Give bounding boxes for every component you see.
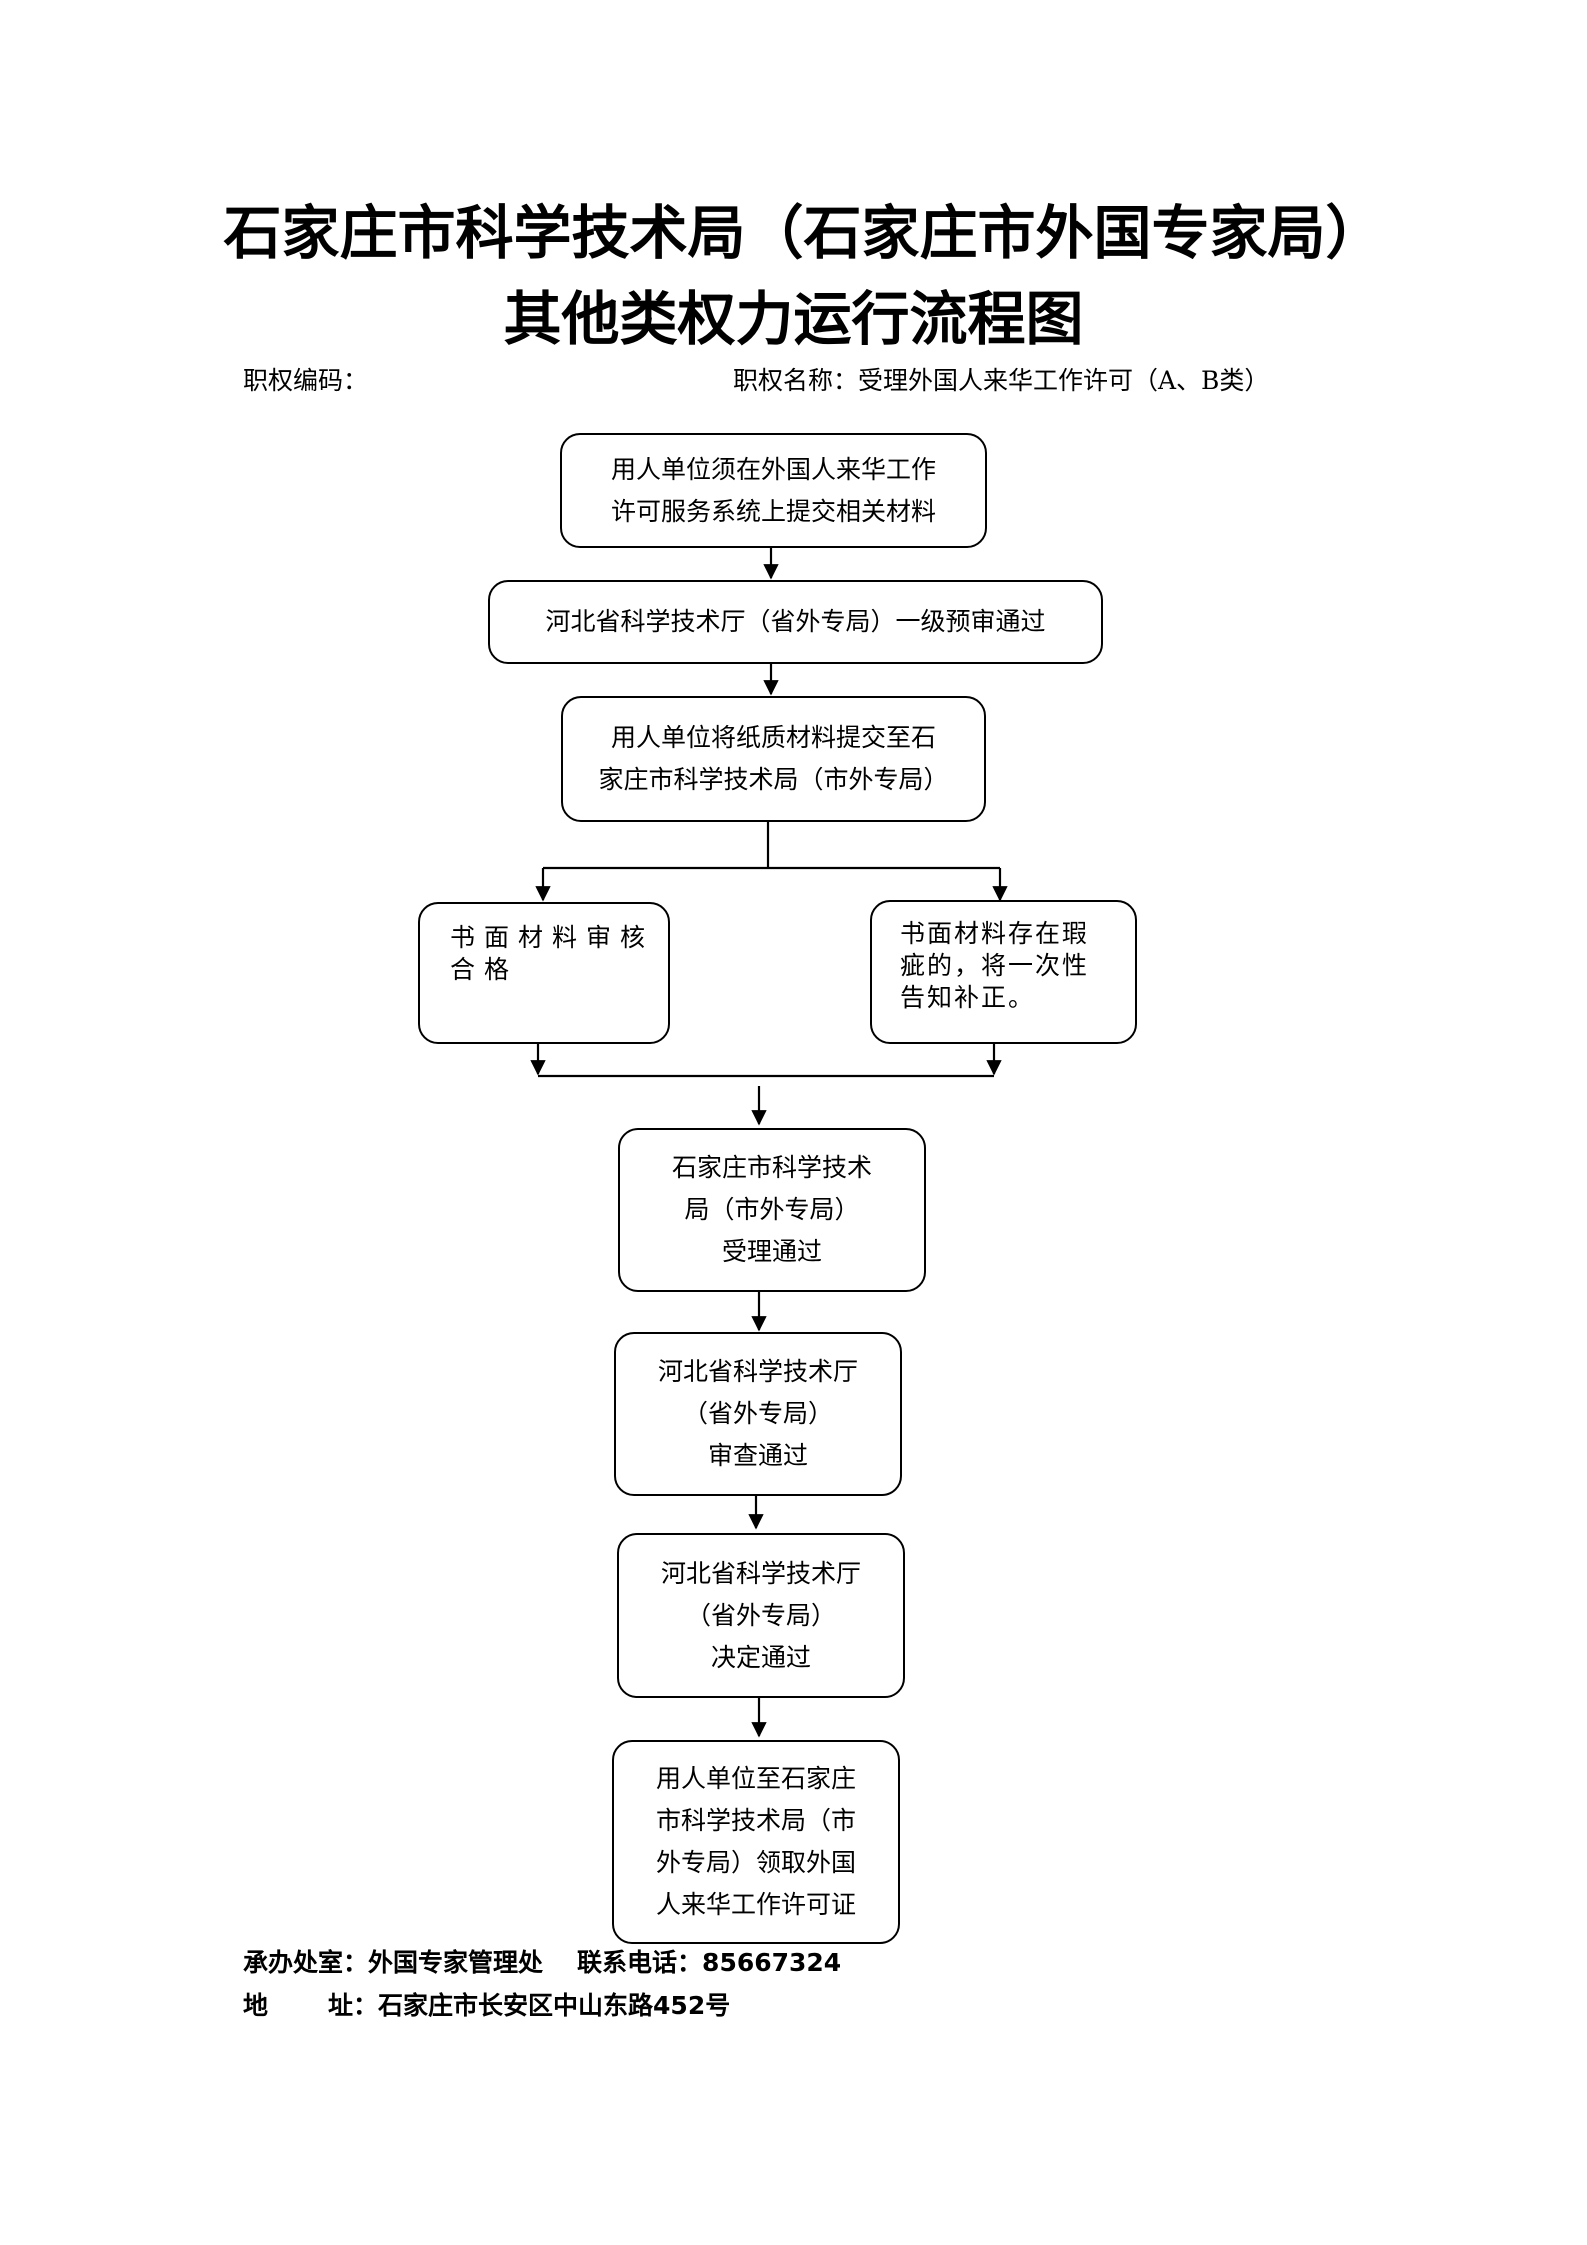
flow-step-5: 河北省科学技术厅 （省外专局） 审查通过	[614, 1332, 902, 1496]
flow-step-2: 河北省科学技术厅（省外专局）一级预审通过	[488, 580, 1103, 664]
flow-step-3: 用人单位将纸质材料提交至石 家庄市科学技术局（市外专局）	[561, 696, 986, 822]
phone-value: 85667324	[702, 1948, 842, 1977]
flow-step-2-text: 河北省科学技术厅（省外专局）一级预审通过	[545, 607, 1046, 636]
branch-check-defect: 书面材料存在瑕 疵的，将一次性 告知补正。	[870, 900, 1137, 1044]
flow-step-4: 石家庄市科学技术 局（市外专局） 受理通过	[618, 1128, 926, 1292]
flow-step-5-text: 河北省科学技术厅 （省外专局） 审查通过	[657, 1357, 858, 1470]
office-label: 承办处室：	[243, 1948, 369, 1977]
flow-step-6: 河北省科学技术厅 （省外专局） 决定通过	[617, 1533, 905, 1698]
authority-name-label: 职权名称：受理外国人来华工作许可（A、B类）	[733, 366, 1270, 395]
footer-address: 地 址：石家庄市长安区中山东路452号	[243, 1993, 730, 2018]
phone-label: 联系电话：	[577, 1948, 703, 1977]
branch-check-passed-text: 书面材料审核 合格	[450, 923, 655, 984]
flow-step-7: 用人单位至石家庄 市科学技术局（市 外专局）领取外国 人来华工作许可证	[612, 1740, 900, 1944]
address-label-part-1: 地	[243, 1991, 269, 2020]
page-subtitle: 其他类权力运行流程图	[503, 285, 1084, 353]
page-title: 石家庄市科学技术局（石家庄市外国专家局）	[223, 199, 1384, 267]
flow-step-1: 用人单位须在外国人来华工作 许可服务系统上提交相关材料	[560, 433, 987, 548]
authority-code-label: 职权编码：	[243, 366, 369, 395]
branch-check-passed: 书面材料审核 合格	[418, 902, 670, 1044]
address-label-part-2: 址：	[328, 1991, 379, 2020]
flow-step-1-text: 用人单位须在外国人来华工作 许可服务系统上提交相关材料	[610, 454, 936, 526]
flow-step-4-text: 石家庄市科学技术 局（市外专局） 受理通过	[671, 1153, 872, 1266]
flow-step-6-text: 河北省科学技术厅 （省外专局） 决定通过	[660, 1558, 861, 1672]
flow-step-7-text: 用人单位至石家庄 市科学技术局（市 外专局）领取外国 人来华工作许可证	[655, 1764, 856, 1919]
address-value: 石家庄市长安区中山东路452号	[378, 1991, 731, 2020]
branch-check-defect-text: 书面材料存在瑕 疵的，将一次性 告知补正。	[900, 919, 1090, 1012]
footer-contact: 承办处室：外国专家管理处 联系电话：85667324	[243, 1950, 841, 1975]
flow-step-3-text: 用人单位将纸质材料提交至石 家庄市科学技术局（市外专局）	[598, 723, 949, 794]
office-value: 外国专家管理处	[368, 1948, 544, 1977]
